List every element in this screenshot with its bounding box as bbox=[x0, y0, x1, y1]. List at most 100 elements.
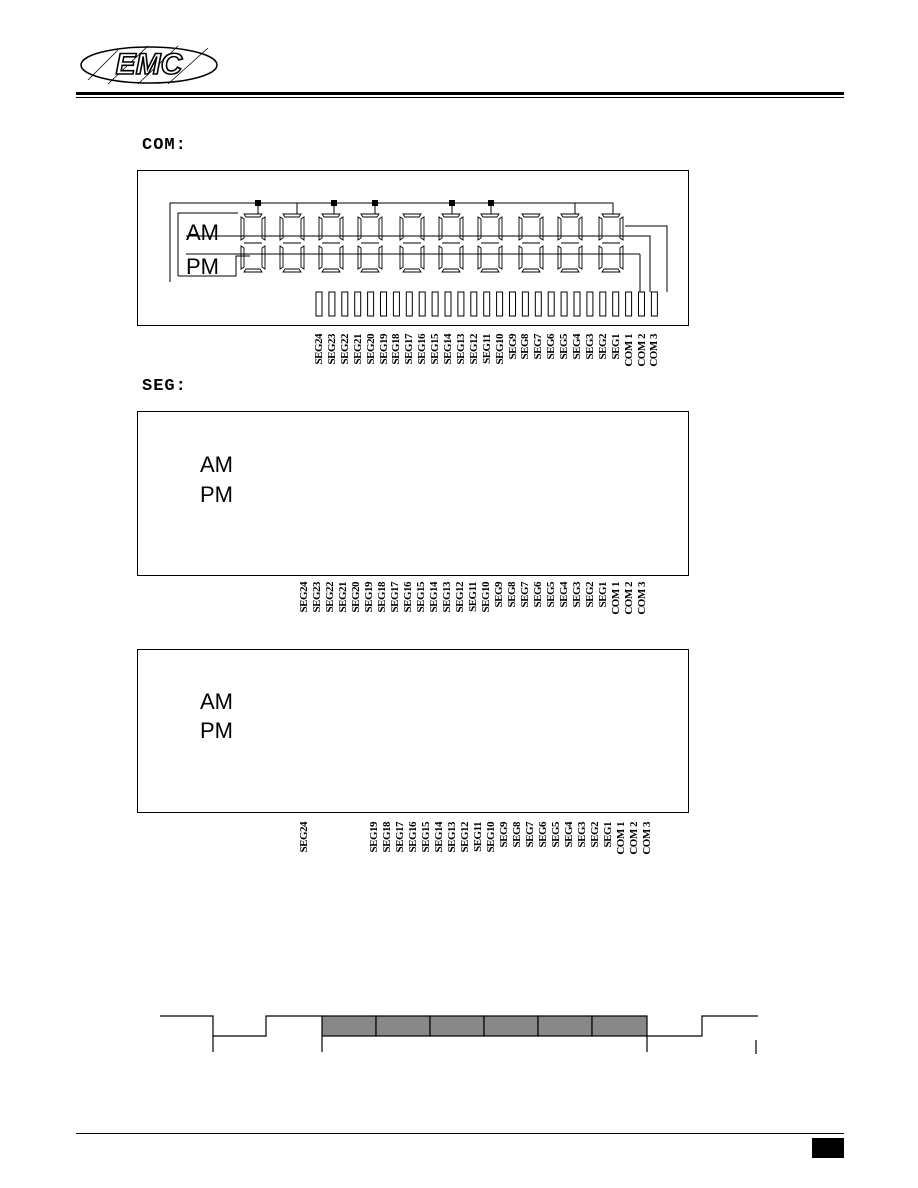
segment-e bbox=[240, 245, 245, 270]
segment-a bbox=[560, 213, 580, 218]
segment-c bbox=[420, 245, 425, 270]
segment-a bbox=[282, 213, 302, 218]
com-pin bbox=[315, 291, 323, 317]
segment-e bbox=[399, 245, 404, 270]
segment-c bbox=[339, 245, 344, 270]
com-digit-1 bbox=[240, 213, 266, 273]
segment-a bbox=[360, 213, 380, 218]
com-pin bbox=[534, 291, 542, 317]
segment-c bbox=[539, 245, 544, 270]
com-pin bbox=[586, 291, 594, 317]
com-diagram-panel bbox=[137, 170, 689, 326]
seg-diagram-panel bbox=[137, 411, 689, 576]
com-pin bbox=[638, 291, 645, 317]
segment-c bbox=[261, 245, 266, 270]
com-pin bbox=[457, 291, 465, 317]
segment-b bbox=[339, 216, 344, 241]
com-pin bbox=[483, 291, 491, 317]
segment-f bbox=[357, 216, 362, 241]
footer-rule bbox=[76, 1133, 844, 1134]
segment-d bbox=[360, 268, 380, 273]
segment-e bbox=[598, 245, 603, 270]
com-pin bbox=[547, 291, 555, 317]
com-pin bbox=[431, 291, 439, 317]
com-pin bbox=[573, 291, 581, 317]
segment-f bbox=[240, 216, 245, 241]
am-label-seg: AM bbox=[200, 452, 233, 477]
emc-logo: EMC bbox=[80, 45, 218, 85]
segment-a bbox=[601, 213, 621, 218]
pm-label-com: PM bbox=[186, 254, 219, 279]
segment-e bbox=[557, 245, 562, 270]
segment-e bbox=[357, 245, 362, 270]
com-digit-8 bbox=[518, 213, 544, 273]
com-pin bbox=[444, 291, 452, 317]
segment-d bbox=[402, 268, 422, 273]
segment-d bbox=[480, 268, 500, 273]
page-number-box bbox=[812, 1138, 844, 1158]
com-pin bbox=[405, 291, 413, 317]
com-digit-4 bbox=[357, 213, 383, 273]
segment-c bbox=[498, 245, 503, 270]
com-dot bbox=[488, 200, 494, 206]
segment-c bbox=[378, 245, 383, 270]
com-section-label: COM: bbox=[142, 136, 187, 155]
segment-a bbox=[243, 213, 263, 218]
com-pin bbox=[328, 291, 336, 317]
segment-f bbox=[477, 216, 482, 241]
segment-c bbox=[459, 245, 464, 270]
segment-e bbox=[318, 245, 323, 270]
segment-d bbox=[321, 268, 341, 273]
segment-e bbox=[438, 245, 443, 270]
segment-d bbox=[601, 268, 621, 273]
com-pin bbox=[418, 291, 426, 317]
com-digit-5 bbox=[399, 213, 425, 273]
segment-c bbox=[578, 245, 583, 270]
pm-label-seg: PM bbox=[200, 482, 233, 507]
seg2-diagram-panel bbox=[137, 649, 689, 813]
com-pin bbox=[367, 291, 375, 317]
com-dot bbox=[255, 200, 261, 206]
am-label-seg2: AM bbox=[200, 689, 233, 714]
segment-e bbox=[518, 245, 523, 270]
segment-c bbox=[619, 245, 624, 270]
segment-a bbox=[402, 213, 422, 218]
com-pin bbox=[509, 291, 516, 317]
com-pin bbox=[496, 291, 504, 317]
segment-b bbox=[539, 216, 544, 241]
segment-d bbox=[441, 268, 461, 273]
com-pin bbox=[392, 291, 400, 317]
segment-b bbox=[578, 216, 583, 241]
segment-f bbox=[399, 216, 404, 241]
header-rule bbox=[76, 92, 844, 95]
com-pin bbox=[470, 291, 478, 317]
com-pin bbox=[521, 291, 529, 317]
segment-b bbox=[459, 216, 464, 241]
segment-f bbox=[518, 216, 523, 241]
pm-label-seg2: PM bbox=[200, 718, 233, 743]
header-rule-thin bbox=[76, 97, 844, 98]
segment-f bbox=[438, 216, 443, 241]
com-pin bbox=[612, 291, 620, 317]
segment-d bbox=[243, 268, 263, 273]
segment-b bbox=[498, 216, 503, 241]
com-digit-6 bbox=[438, 213, 464, 273]
com-digit-10 bbox=[598, 213, 624, 273]
am-label-com: AM bbox=[186, 220, 219, 245]
segment-a bbox=[441, 213, 461, 218]
segment-e bbox=[477, 245, 482, 270]
segment-f bbox=[557, 216, 562, 241]
segment-b bbox=[300, 216, 305, 241]
segment-f bbox=[318, 216, 323, 241]
segment-d bbox=[560, 268, 580, 273]
segment-b bbox=[261, 216, 266, 241]
segment-a bbox=[521, 213, 541, 218]
logo-text: EMC bbox=[116, 48, 184, 81]
segment-b bbox=[420, 216, 425, 241]
com-digit-7 bbox=[477, 213, 503, 273]
segment-f bbox=[279, 216, 284, 241]
seg-section-label: SEG: bbox=[142, 377, 187, 396]
com-digit-9 bbox=[557, 213, 583, 273]
segment-b bbox=[619, 216, 624, 241]
